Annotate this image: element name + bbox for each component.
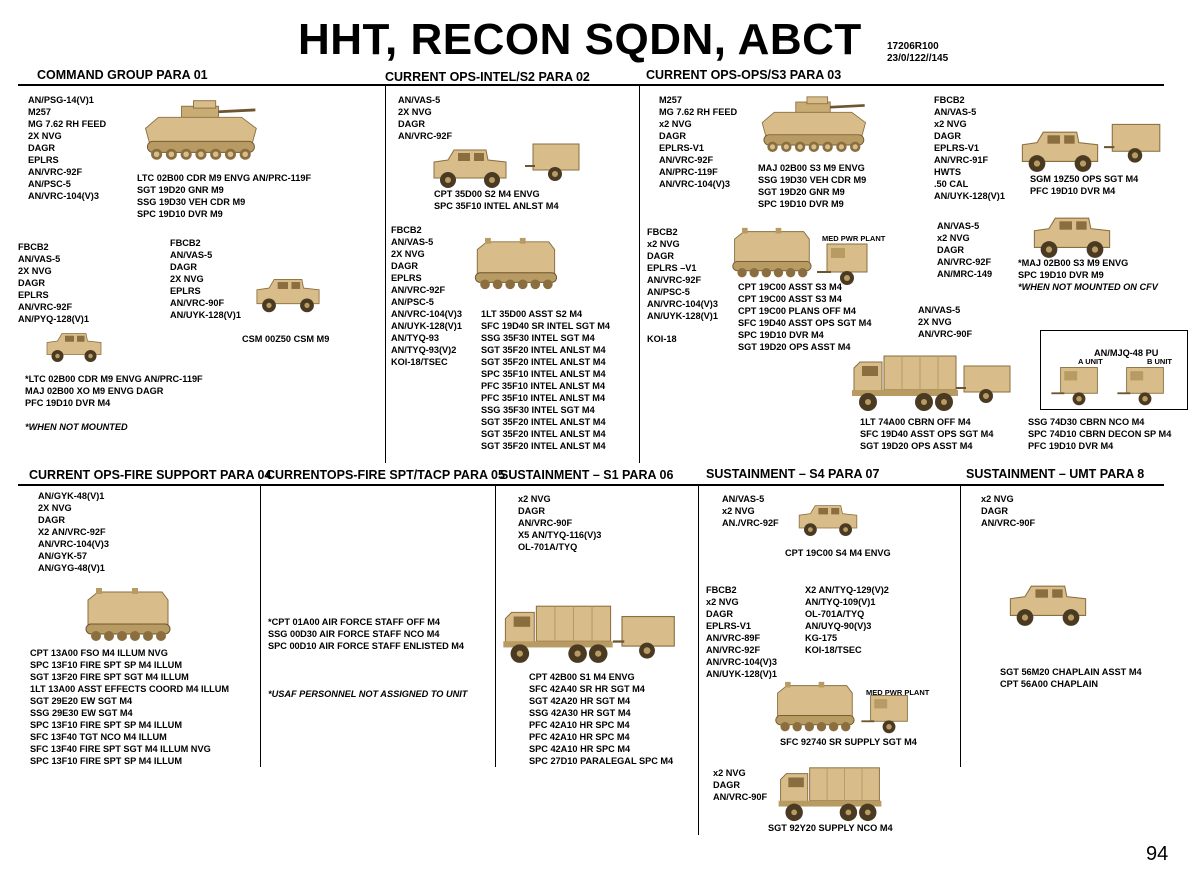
cmd-hmmwv1-equipment: FBCB2 AN/VAS-5 2X NVG DAGR EPLRS AN/VRC-… <box>18 242 89 324</box>
section-header-s4: SUSTAINMENT – S4 PARA 07 <box>706 467 880 481</box>
tacp-crew-list: *CPT 01A00 AIR FORCE STAFF OFF M4 SSG 00… <box>268 617 465 651</box>
cmd-hmmwv2-equipment: FBCB2 AN/VAS-5 DAGR 2X NVG EPLRS AN/VRC-… <box>170 238 241 320</box>
bradley-icon <box>757 96 869 158</box>
divider-intel <box>385 85 386 463</box>
ops-equipment-list: M257 MG 7.62 RH FEED x2 NVG DAGR EPLRS-V… <box>659 95 738 189</box>
tacp-note: *USAF PERSONNEL NOT ASSIGNED TO UNIT <box>268 689 468 699</box>
s4-m113-equipment: FBCB2 x2 NVG DAGR EPLRS-V1 AN/VRC-89F AN… <box>706 585 777 679</box>
ops-hmmwv2-crew: *MAJ 02B00 S3 M9 ENVG SPC 19D10 DVR M9 <box>1018 258 1129 280</box>
section-header-umt: SUSTAINMENT – UMT PARA 8 <box>966 467 1145 481</box>
trailer-icon <box>1104 120 1166 166</box>
bradley-icon <box>140 100 260 166</box>
cmd-note: *WHEN NOT MOUNTED <box>25 422 128 432</box>
cmd-dismount-crew: *LTC 02B00 CDR M9 ENVG AN/PRC-119F MAJ 0… <box>25 374 203 408</box>
s1-equipment-list: x2 NVG DAGR AN/VRC-90F X5 AN/TYQ-116(V)3… <box>518 494 602 552</box>
cbrn-crew: SSG 74D30 CBRN NCO M4 SPC 74D10 CBRN DEC… <box>1028 417 1172 451</box>
ops-koi: KOI-18 <box>647 334 677 344</box>
ops-m113-equipment: FBCB2 x2 NVG DAGR EPLRS –V1 AN/VRC-92F A… <box>647 227 718 321</box>
intel-m113-crew: 1LT 35D00 ASST S2 M4 SFC 19D40 SR INTEL … <box>481 309 610 451</box>
s4-truck-equipment: x2 NVG DAGR AN/VRC-90F <box>713 768 768 802</box>
cmd-equipment-list: AN/PSG-14(V)1 M257 MG 7.62 RH FEED 2X NV… <box>28 95 107 201</box>
divider-s1 <box>495 485 496 767</box>
doc-code-1: 17206R100 <box>887 41 939 52</box>
umt-crew-list: SGT 56M20 CHAPLAIN ASST M4 CPT 56A00 CHA… <box>1000 667 1142 689</box>
hmmwv-icon <box>253 276 323 314</box>
intel-hmmwv-crew: CPT 35D00 S2 M4 ENVG SPC 35F10 INTEL ANL… <box>434 189 559 211</box>
divider-ops <box>639 85 640 463</box>
page-title: HHT, RECON SQDN, ABCT <box>298 15 862 64</box>
a-unit-label: A UNIT <box>1078 357 1103 366</box>
section-header-fire-support: CURRENT OPS-FIRE SUPPORT PARA 04 <box>29 468 272 482</box>
ops-truck-equipment: AN/VAS-5 2X NVG AN/VRC-90F <box>918 305 973 339</box>
s4-truck-crew: SGT 92Y20 SUPPLY NCO M4 <box>768 823 893 833</box>
divider-umt <box>960 485 961 767</box>
fire-crew-list: CPT 13A00 FSO M4 ILLUM NVG SPC 13F10 FIR… <box>30 648 230 766</box>
ops-hmmwv2-equipment: AN/VAS-5 x2 NVG DAGR AN/VRC-92F AN/MRC-1… <box>937 221 993 279</box>
med-pwr-plant-label: MED PWR PLANT <box>822 234 886 243</box>
intel-m113-equipment: FBCB2 AN/VAS-5 2X NVG DAGR EPLRS AN/VRC-… <box>391 225 462 367</box>
divider-s4 <box>698 485 699 835</box>
trailer-icon <box>956 362 1016 406</box>
section-header-s1: SUSTAINMENT – S1 PARA 06 <box>500 468 674 482</box>
umt-equipment-list: x2 NVG DAGR AN/VRC-90F <box>981 494 1036 528</box>
m113-generator-icon <box>728 226 814 282</box>
s4-comm-equipment: X2 AN/TYQ-129(V)2 AN/TYQ-109(V)1 OL-701A… <box>805 585 889 655</box>
section-header-command-group: COMMAND GROUP PARA 01 <box>37 68 208 82</box>
ops-hmmwv-equipment: FBCB2 AN/VAS-5 x2 NVG DAGR EPLRS-V1 AN/V… <box>934 95 1005 201</box>
page-number: 94 <box>1146 843 1169 865</box>
top-rule <box>18 84 1164 86</box>
fire-equipment-list: AN/GYK-48(V)1 2X NVG DAGR X2 AN/VRC-92F … <box>38 491 109 573</box>
truck-trailer-icon <box>500 600 616 666</box>
s1-crew-list: CPT 42B00 S1 M4 ENVG SFC 42A40 SR HR SGT… <box>529 672 674 766</box>
hmmwv-trailer-icon <box>1018 128 1102 174</box>
doc-code-2: 23/0/122//145 <box>887 53 949 64</box>
s4-hmmwv-crew: CPT 19C00 S4 M4 ENVG <box>785 548 891 558</box>
divider-tacp <box>260 485 261 767</box>
ops-cfv-note: *WHEN NOT MOUNTED ON CFV <box>1018 282 1158 292</box>
trailer-icon <box>525 140 585 184</box>
cmd-crew-list: LTC 02B00 CDR M9 ENVG AN/PRC-119F SGT 19… <box>137 173 312 219</box>
mjq-box <box>1040 330 1188 410</box>
truck-trailer-icon <box>850 350 960 414</box>
mid-rule <box>18 484 1164 486</box>
ops-truck-crew: 1LT 74A00 CBRN OFF M4 SFC 19D40 ASST OPS… <box>860 417 994 451</box>
ops-hmmwv-crew: SGM 19Z50 OPS SGT M4 PFC 19D10 DVR M4 <box>1030 174 1139 196</box>
ops-bradley-crew: MAJ 02B00 S3 M9 ENVG SSG 19D30 VEH CDR M… <box>758 163 867 209</box>
section-header-tacp: CURRENTOPS-FIRE SPT/TACP PARA 05 <box>266 468 505 482</box>
m113-icon <box>470 236 560 294</box>
truck-icon <box>776 762 884 824</box>
generator-trailer-icon <box>1048 362 1110 408</box>
s4-m113-crew: SFC 92740 SR SUPPLY SGT M4 <box>780 737 917 747</box>
hmmwv-icon <box>44 330 104 364</box>
generator-icon <box>1114 362 1176 408</box>
b-unit-label: B UNIT <box>1147 357 1172 366</box>
med-pwr-plant-label-2: MED PWR PLANT <box>866 688 930 697</box>
mjq-label: AN/MJQ-48 PU <box>1094 348 1159 358</box>
m113-generator-icon <box>770 680 858 736</box>
ops-m113-crew: CPT 19C00 ASST S3 M4 CPT 19C00 ASST S3 M… <box>738 282 872 352</box>
section-header-ops: CURRENT OPS-OPS/S3 PARA 03 <box>646 68 842 82</box>
section-header-intel: CURRENT OPS-INTEL/S2 PARA 02 <box>385 70 590 84</box>
m113-icon <box>82 586 172 646</box>
hmmwv-trailer-icon <box>430 146 510 190</box>
hmmwv-icon <box>1006 582 1090 628</box>
hmmwv-icon <box>796 502 860 538</box>
intel-equipment-list: AN/VAS-5 2X NVG DAGR AN/VRC-92F <box>398 95 453 141</box>
s4-hmmwv-equipment: AN/VAS-5 x2 NVG AN./VRC-92F <box>722 494 779 528</box>
cmd-csm: CSM 00Z50 CSM M9 <box>242 334 330 344</box>
trailer-icon <box>612 612 682 662</box>
hmmwv-icon <box>1030 214 1114 260</box>
